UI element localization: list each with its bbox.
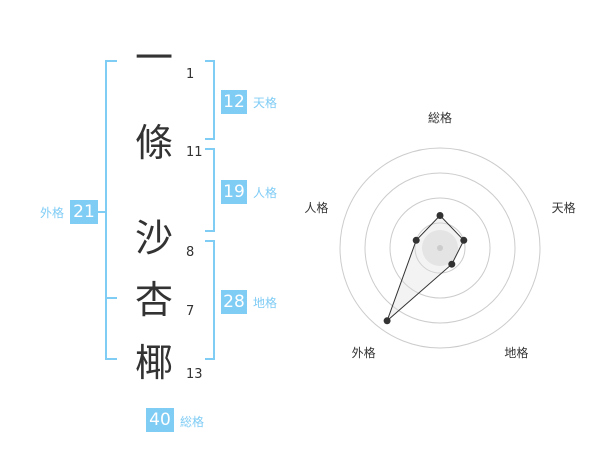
radar-point-0	[436, 212, 444, 219]
gaikaku-bracket	[105, 60, 117, 360]
gaikaku-connector	[95, 211, 105, 213]
name-char-2: 條	[134, 121, 173, 165]
soukaku-label: 総格	[180, 415, 205, 429]
stroke-count-3: 8	[186, 245, 195, 260]
radar-axis-label-2: 地格	[504, 345, 528, 360]
radar-center	[437, 245, 443, 251]
radar-axis-label-0: 総格	[428, 110, 452, 125]
tenkaku-bracket	[205, 60, 215, 140]
chikaku-label: 地格	[253, 296, 278, 310]
jinkaku-value: 19	[221, 180, 247, 204]
radar-grid-ring	[414, 222, 466, 274]
radar-point-1	[460, 236, 468, 244]
radar-point-3	[383, 317, 391, 325]
tenkaku-value: 12	[221, 90, 247, 114]
radar-point-4	[412, 236, 420, 244]
gaikaku-value: 21	[70, 200, 98, 224]
tenkaku-label: 天格	[253, 96, 278, 110]
radar-point-2	[448, 260, 456, 268]
radar-grid-ring	[389, 197, 491, 299]
radar-axis-label-3: 外格	[352, 345, 376, 360]
radar-data-polygon	[386, 214, 465, 322]
name-char-1: 一	[134, 36, 173, 80]
radar-grid-ring	[339, 147, 541, 349]
stroke-count-5: 13	[186, 367, 203, 382]
radar-axis-label-4: 人格	[304, 200, 328, 215]
jinkaku-label: 人格	[253, 186, 278, 200]
name-char-4: 杏	[134, 278, 173, 322]
soukaku-value: 40	[146, 408, 174, 432]
surname-given-divider	[107, 297, 117, 299]
stroke-count-4: 7	[186, 304, 195, 319]
chikaku-bracket	[205, 240, 215, 360]
name-char-3: 沙	[134, 216, 173, 260]
stroke-count-2: 11	[186, 145, 203, 160]
jinkaku-bracket	[205, 148, 215, 232]
radar-axis-label-1: 天格	[552, 200, 576, 215]
stroke-count-1: 1	[186, 67, 195, 82]
chikaku-value: 28	[221, 290, 247, 314]
name-char-5: 椰	[134, 341, 173, 385]
gaikaku-label: 外格	[40, 206, 65, 220]
radar-grid-ring	[364, 172, 516, 324]
